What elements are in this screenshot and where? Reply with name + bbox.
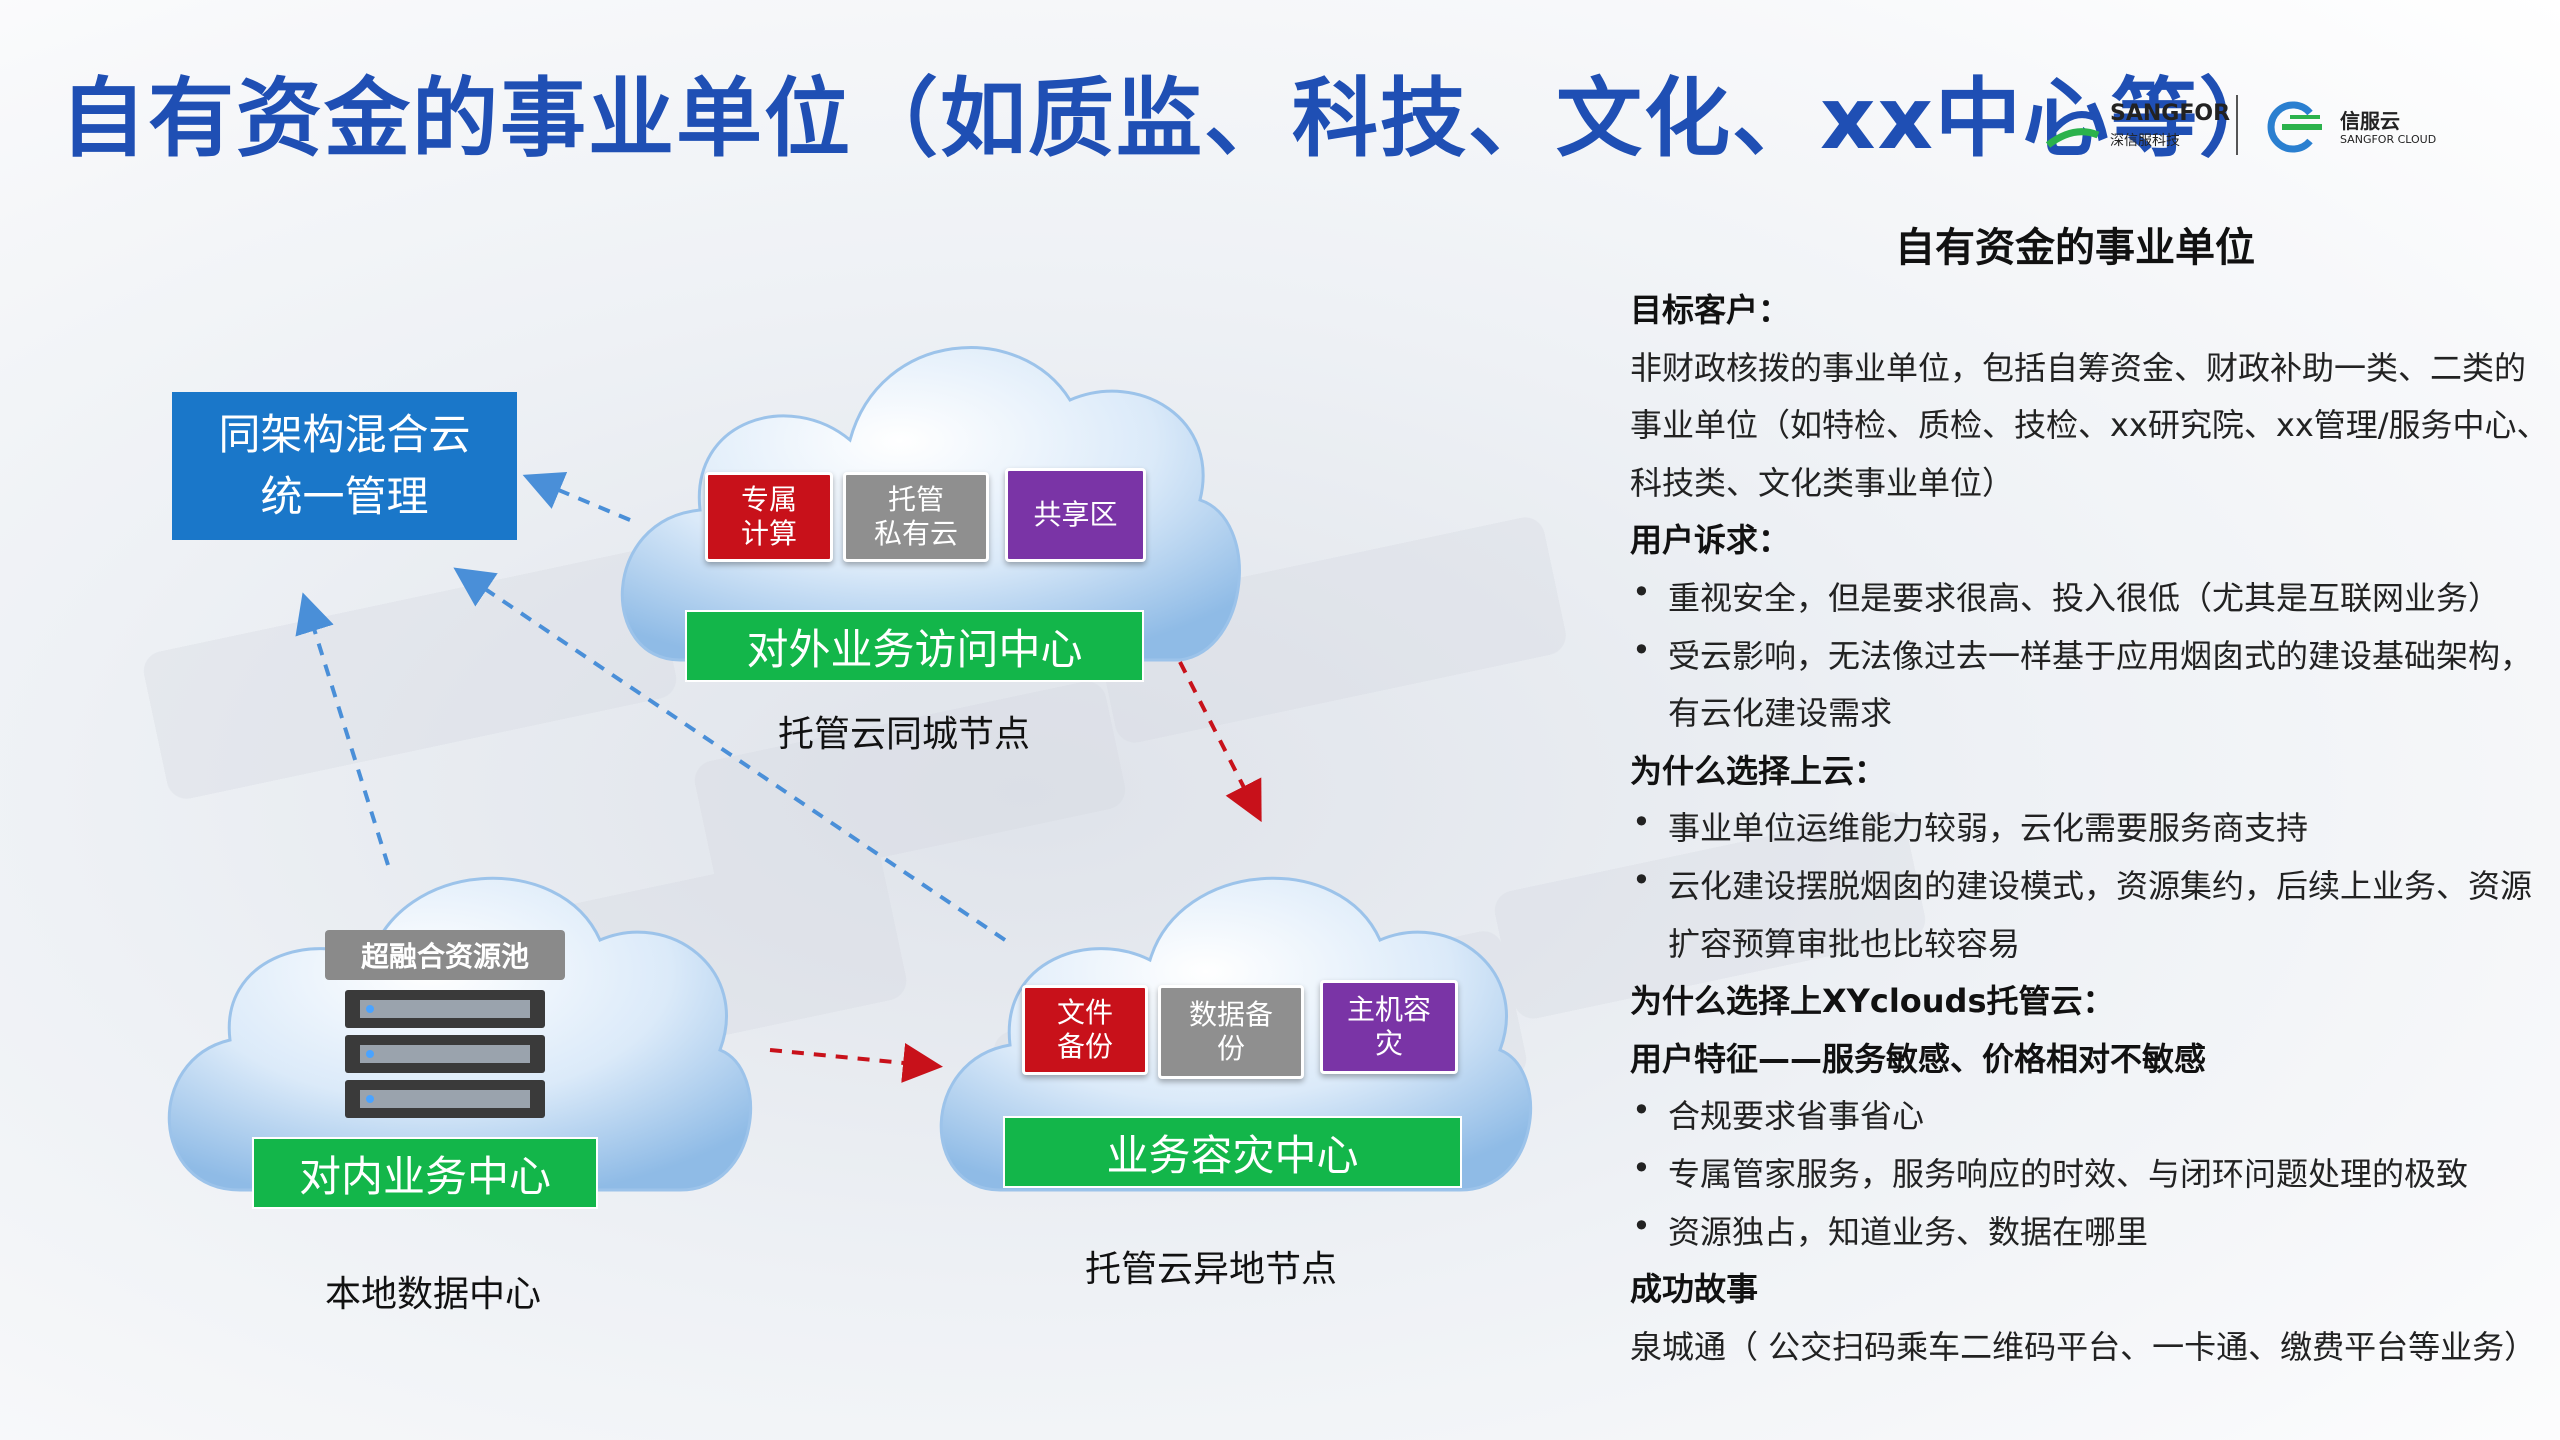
cloud-logo-subtext: SANGFOR CLOUD xyxy=(2340,133,2437,146)
arrow-internal-to-hybrid xyxy=(295,592,390,866)
internal-business-center-bar: 对内业务中心 xyxy=(252,1137,598,1209)
arrow-external-to-dr xyxy=(1178,661,1262,823)
panel-bullet-continuation: 扩容预算审批也比较容易 xyxy=(1668,924,2021,963)
panel-section-heading: 目标客户： xyxy=(1630,291,1791,329)
hci-resource-pool-label: 超融合资源池 xyxy=(325,930,565,980)
panel-section-heading: 为什么选择上云： xyxy=(1630,751,1887,790)
internal-cloud-shape xyxy=(167,876,752,1192)
architecture-diagram: 同架构混合云 统一管理 专属 计算 托管 私有云 共享区 对外业务访问中心 托管… xyxy=(167,346,1532,1315)
tag-file-backup: 文件 备份 xyxy=(1022,985,1148,1075)
external-access-center-bar: 对外业务访问中心 xyxy=(685,610,1144,682)
tag-host-disaster-recovery: 主机容 灾 xyxy=(1320,980,1458,1074)
cloud-logo-text: 信服云 xyxy=(2340,109,2400,133)
dr-cloud-caption: 托管云异地节点 xyxy=(1085,1249,1338,1290)
panel-paragraph-line: 泉城通（ 公交扫码乘车二维码平台、一卡通、缴费平台等业务） xyxy=(1630,1327,2537,1366)
sangfor-logo: SANGFOR 深信服科技 xyxy=(2040,95,2240,165)
tag-data-backup: 数据备 份 xyxy=(1158,985,1304,1079)
panel-section-heading: 为什么选择上XYclouds托管云： xyxy=(1630,982,2115,1021)
panel-paragraph-line: 非财政核拨的事业单位，包括自筹资金、财政补助一类、二类的 xyxy=(1630,348,2527,387)
external-cloud-caption: 托管云同城节点 xyxy=(778,714,1031,755)
disaster-recovery-center-bar: 业务容灾中心 xyxy=(1003,1116,1462,1188)
arrow-external-to-hybrid xyxy=(522,471,631,522)
hybrid-line1: 同架构混合云 xyxy=(218,410,471,459)
panel-bullet-item: 受云影响，无法像过去一样基于应用烟囱式的建设基础架构， xyxy=(1630,631,2532,677)
sangfor-logo-text: SANGFOR xyxy=(2110,101,2231,126)
arrow-internal-to-dr xyxy=(769,1043,943,1083)
panel-paragraph-line: 科技类、文化类事业单位） xyxy=(1630,463,2015,502)
internal-cloud-caption: 本地数据中心 xyxy=(325,1274,542,1315)
panel-bullet-item: 合规要求省事省心 xyxy=(1630,1091,1924,1137)
panel-section-heading: 用户特征——服务敏感、价格相对不敏感 xyxy=(1630,1039,2207,1078)
panel-section-heading: 成功故事 xyxy=(1630,1270,1759,1309)
sangfor-cloud-logo: 信服云 SANGFOR CLOUD xyxy=(2260,95,2460,165)
panel-paragraph-line: 事业单位（如特检、质检、技检、xx研究院、xx管理/服务中心、 xyxy=(1630,406,2549,445)
page-title: 自有资金的事业单位（如质监、科技、文化、xx中心等） xyxy=(60,69,2287,169)
panel-bullet-item: 事业单位运维能力较弱，云化需要服务商支持 xyxy=(1630,803,2308,849)
panel-bullet-item: 专属管家服务，服务响应的时效、与闭环问题处理的极致 xyxy=(1630,1149,2468,1195)
server-icon xyxy=(345,990,545,1118)
sangfor-logo-subtext: 深信服科技 xyxy=(2110,133,2180,149)
panel-bullet-continuation: 有云化建设需求 xyxy=(1668,694,1893,733)
hybrid-cloud-management-box: 同架构混合云 统一管理 xyxy=(172,392,517,540)
sangfor-cloud-logo-icon xyxy=(2267,101,2322,153)
panel-bullet-item: 云化建设摆脱烟囱的建设模式，资源集约，后续上业务、资源 xyxy=(1630,861,2532,907)
panel-bullet-item: 重视安全，但是要求很高、投入很低（尤其是互联网业务） xyxy=(1630,573,2500,619)
sangfor-logo-icon xyxy=(2045,111,2100,148)
hybrid-line2: 统一管理 xyxy=(260,472,429,521)
tag-hosted-private-cloud: 托管 私有云 xyxy=(843,472,989,562)
panel-heading: 自有资金的事业单位 xyxy=(1895,225,2255,271)
panel-section-heading: 用户诉求： xyxy=(1630,521,1791,560)
logo-divider xyxy=(2236,95,2238,155)
tag-dedicated-compute: 专属 计算 xyxy=(705,472,833,562)
diagram-graphics xyxy=(167,346,1532,1192)
panel-bullet-item: 资源独占，知道业务、数据在哪里 xyxy=(1630,1207,2148,1253)
tag-shared-zone: 共享区 xyxy=(1005,468,1146,562)
